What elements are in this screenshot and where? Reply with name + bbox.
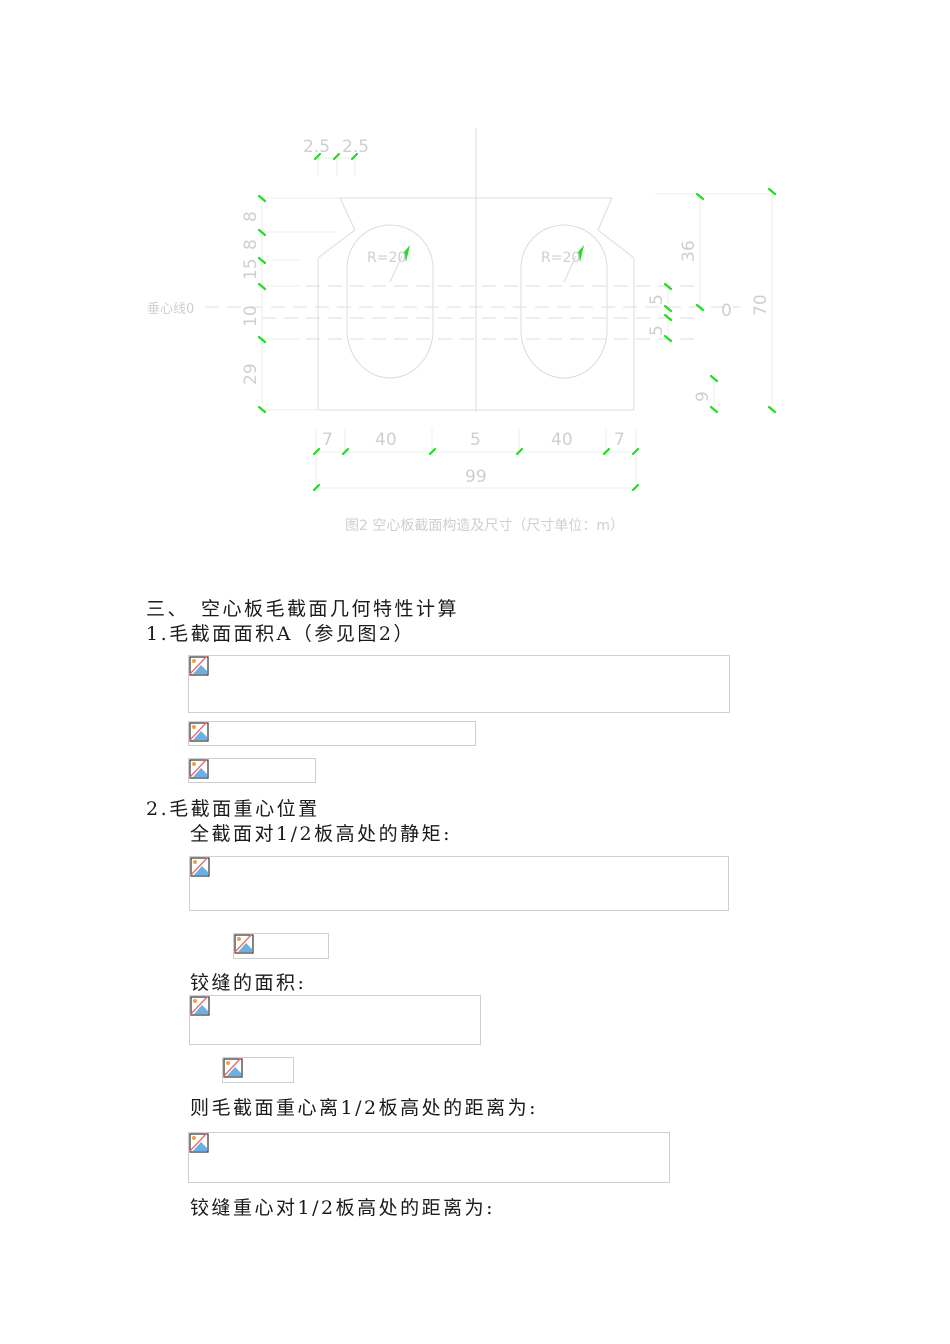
svg-text:R=20: R=20 bbox=[541, 250, 580, 266]
broken-image-icon bbox=[190, 996, 210, 1016]
broken-image-icon bbox=[189, 722, 209, 742]
broken-image-formula-static-moment-result bbox=[233, 933, 329, 959]
svg-text:9: 9 bbox=[693, 391, 713, 402]
svg-text:5: 5 bbox=[647, 294, 667, 305]
broken-image-formula-area-1 bbox=[188, 655, 730, 713]
subsection-1-title: 1.毛截面面积A（参见图2） bbox=[146, 623, 415, 645]
broken-image-icon bbox=[189, 759, 209, 779]
svg-text:图2 空心板截面构造及尺寸（尺寸单位：m）: 图2 空心板截面构造及尺寸（尺寸单位：m） bbox=[345, 518, 624, 534]
hinge-centroid-label: 铰缝重心对1/2板高处的距离为: bbox=[190, 1197, 495, 1219]
centroid-distance-label: 则毛截面重心离1/2板高处的距离为: bbox=[190, 1097, 538, 1119]
svg-text:7: 7 bbox=[322, 430, 333, 450]
svg-text:40: 40 bbox=[551, 430, 573, 450]
svg-text:垂心线0: 垂心线0 bbox=[147, 302, 194, 317]
svg-text:R=20: R=20 bbox=[367, 250, 406, 266]
svg-text:5: 5 bbox=[647, 325, 667, 336]
svg-text:5: 5 bbox=[470, 430, 481, 450]
svg-text:0: 0 bbox=[721, 301, 732, 321]
svg-text:29: 29 bbox=[241, 363, 261, 385]
cross-section-diagram: 2.5 2.5 R=20 R=20 垂心线0 40 7 5 40 7 99 0 … bbox=[147, 128, 777, 534]
broken-image-formula-hinge-area bbox=[189, 995, 481, 1045]
static-moment-label: 全截面对1/2板高处的静矩: bbox=[190, 823, 452, 845]
broken-image-formula-area-3 bbox=[188, 758, 316, 783]
broken-image-formula-static-moment bbox=[189, 856, 729, 911]
svg-text:2.5: 2.5 bbox=[303, 137, 330, 157]
svg-text:8: 8 bbox=[241, 239, 261, 250]
svg-text:40: 40 bbox=[375, 430, 397, 450]
broken-image-icon bbox=[234, 934, 254, 954]
broken-image-formula-hinge-area-result bbox=[222, 1057, 294, 1083]
broken-image-icon bbox=[189, 656, 209, 676]
broken-image-icon bbox=[223, 1058, 243, 1078]
hinge-area-label: 铰缝的面积: bbox=[190, 972, 307, 994]
svg-text:2.5: 2.5 bbox=[342, 137, 369, 157]
svg-text:10: 10 bbox=[241, 305, 261, 327]
subsection-2-title: 2.毛截面重心位置 bbox=[146, 798, 320, 820]
svg-text:7: 7 bbox=[614, 430, 625, 450]
broken-image-formula-area-2 bbox=[188, 721, 476, 746]
broken-image-icon bbox=[190, 857, 210, 877]
svg-text:99: 99 bbox=[465, 467, 487, 487]
broken-image-icon bbox=[189, 1133, 209, 1153]
section-heading: 三、 空心板毛截面几何特性计算 bbox=[146, 598, 460, 620]
svg-text:8: 8 bbox=[241, 211, 261, 222]
svg-text:36: 36 bbox=[679, 240, 699, 262]
svg-text:15: 15 bbox=[241, 258, 261, 280]
cross-section-figure: 2.5 2.5 R=20 R=20 垂心线0 40 7 5 40 7 99 0 … bbox=[140, 120, 790, 540]
svg-text:70: 70 bbox=[751, 294, 771, 316]
broken-image-formula-centroid-distance bbox=[188, 1132, 670, 1183]
